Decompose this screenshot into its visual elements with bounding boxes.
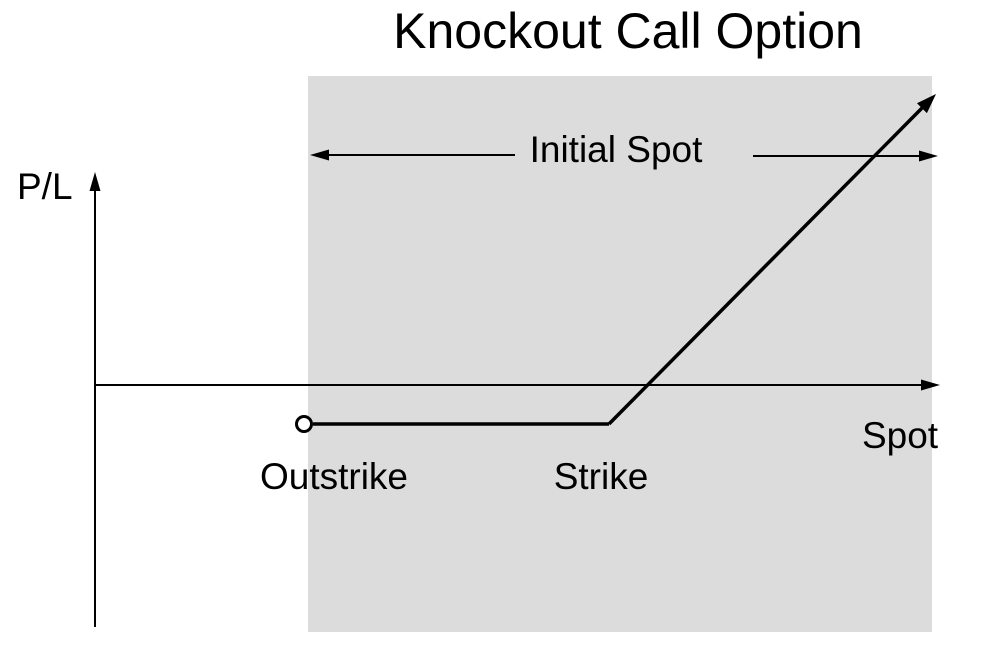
figure-title: Knockout Call Option: [393, 3, 863, 59]
y-axis-arrowhead-icon: [89, 172, 101, 191]
strike-label: Strike: [553, 456, 649, 497]
payoff-arrowhead-icon: [916, 94, 936, 114]
y-axis-label: P/L: [17, 166, 73, 207]
outstrike-label: Outstrike: [259, 456, 409, 497]
x-axis-arrowhead-icon: [921, 379, 940, 391]
knockout-region: [308, 76, 932, 632]
outstrike-knockout-marker-icon: [295, 415, 313, 433]
initial-spot-left-arrowhead-icon: [310, 149, 329, 161]
x-axis-label: Spot: [861, 415, 939, 456]
initial-spot-right-arrowhead-icon: [919, 150, 938, 162]
initial-spot-label: Initial Spot: [529, 129, 703, 170]
payoff-rising-segment: [607, 104, 926, 426]
